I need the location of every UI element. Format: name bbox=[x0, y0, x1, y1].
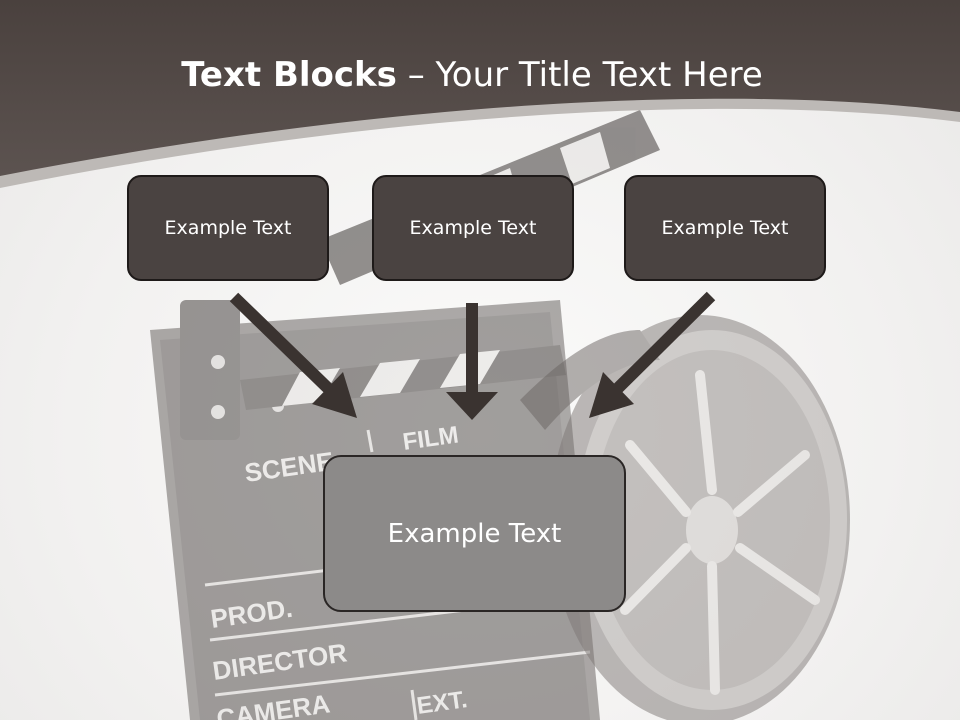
header-band bbox=[0, 0, 960, 188]
arrow-down-icon bbox=[446, 303, 498, 420]
text-block-1[interactable]: Example Text bbox=[127, 175, 329, 281]
title-dash: – bbox=[396, 55, 436, 95]
text-block-3-label: Example Text bbox=[661, 217, 789, 239]
text-block-2-label: Example Text bbox=[409, 217, 537, 239]
arrow-down-right-icon bbox=[229, 292, 357, 418]
main-text-block-label: Example Text bbox=[387, 518, 562, 549]
clapperboard-illustration: SCENE FILM PROD. DIRECTOR CAMERA EXT. bbox=[150, 110, 660, 720]
arrow-down-left-icon bbox=[589, 291, 716, 418]
text-block-2[interactable]: Example Text bbox=[372, 175, 574, 281]
title-rest: Your Title Text Here bbox=[435, 55, 763, 95]
main-text-block[interactable]: Example Text bbox=[323, 455, 626, 612]
title-bold: Text Blocks bbox=[181, 55, 397, 95]
slide-title: Text Blocks – Your Title Text Here bbox=[0, 52, 944, 98]
text-block-3[interactable]: Example Text bbox=[624, 175, 826, 281]
film-reel-illustration bbox=[520, 315, 850, 720]
text-block-1-label: Example Text bbox=[164, 217, 292, 239]
